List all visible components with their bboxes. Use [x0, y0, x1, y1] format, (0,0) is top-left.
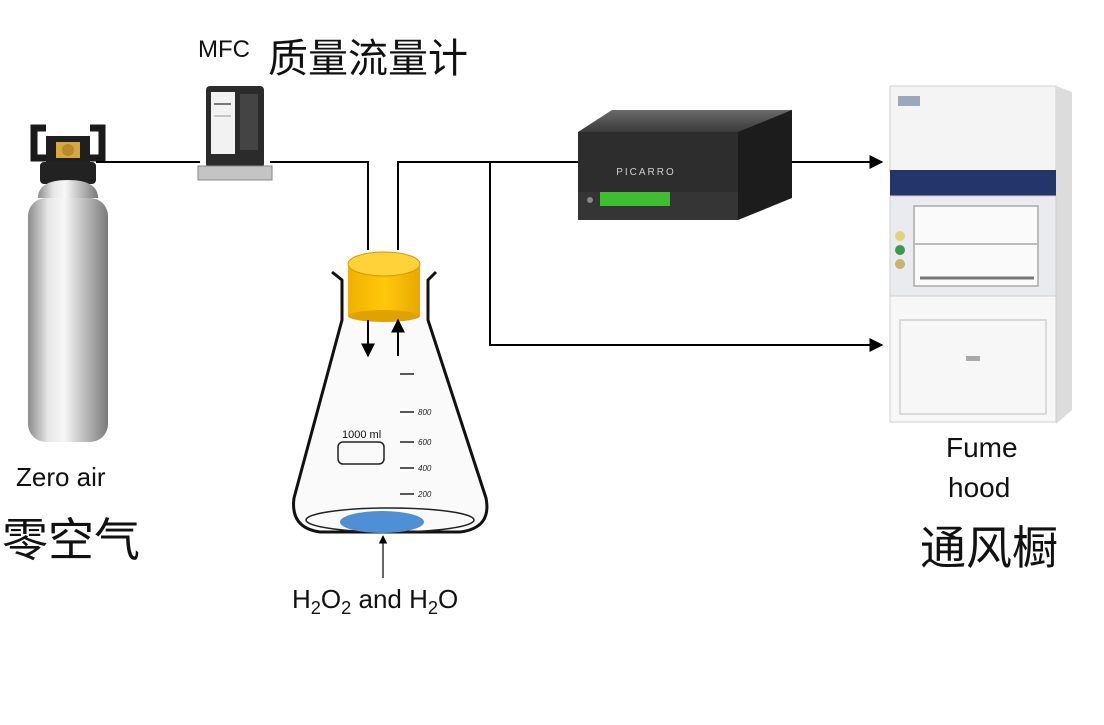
mfc-label-chinese: 质量流量计	[268, 36, 468, 82]
fume-hood	[889, 85, 1072, 424]
tube-flask-to-analyzer	[397, 161, 578, 250]
hood-control-band	[890, 170, 1056, 196]
graduation-600: 600	[418, 438, 432, 447]
hood-label-chinese: 通风橱	[920, 521, 1058, 575]
hood-label-english-line2: hood	[948, 472, 1011, 503]
graduation-200: 200	[417, 490, 432, 499]
solution-label: H2O2 and H2O	[292, 584, 459, 619]
gas-cylinder	[28, 124, 108, 442]
arrow-bypass-to-hood	[489, 162, 884, 352]
graduation-400: 400	[418, 464, 432, 473]
tube-mfc-to-flask	[270, 161, 369, 250]
cylinder-label-chinese: 零空气	[2, 513, 140, 567]
graduation-marks	[400, 373, 414, 495]
liquid-sample	[340, 511, 424, 533]
graduation-800: 800	[418, 408, 432, 417]
hood-cabinet-door	[899, 319, 1047, 415]
mfc-label-prefix: MFC	[198, 36, 250, 63]
cylinder-label-english: Zero air	[16, 462, 106, 492]
hood-label-english-line1: Fume	[946, 432, 1018, 463]
mfc-device	[197, 86, 273, 181]
analyzer-brand: PICARRO	[616, 167, 676, 178]
hood-sash-window	[913, 205, 1039, 287]
flask-writing-area	[337, 441, 385, 465]
analyzer-accent-strip	[600, 192, 670, 206]
tubing	[96, 155, 884, 352]
picarro-analyzer	[578, 110, 792, 220]
erlenmeyer-flask	[292, 251, 489, 578]
flask-volume-label: 1000 ml	[342, 429, 381, 441]
